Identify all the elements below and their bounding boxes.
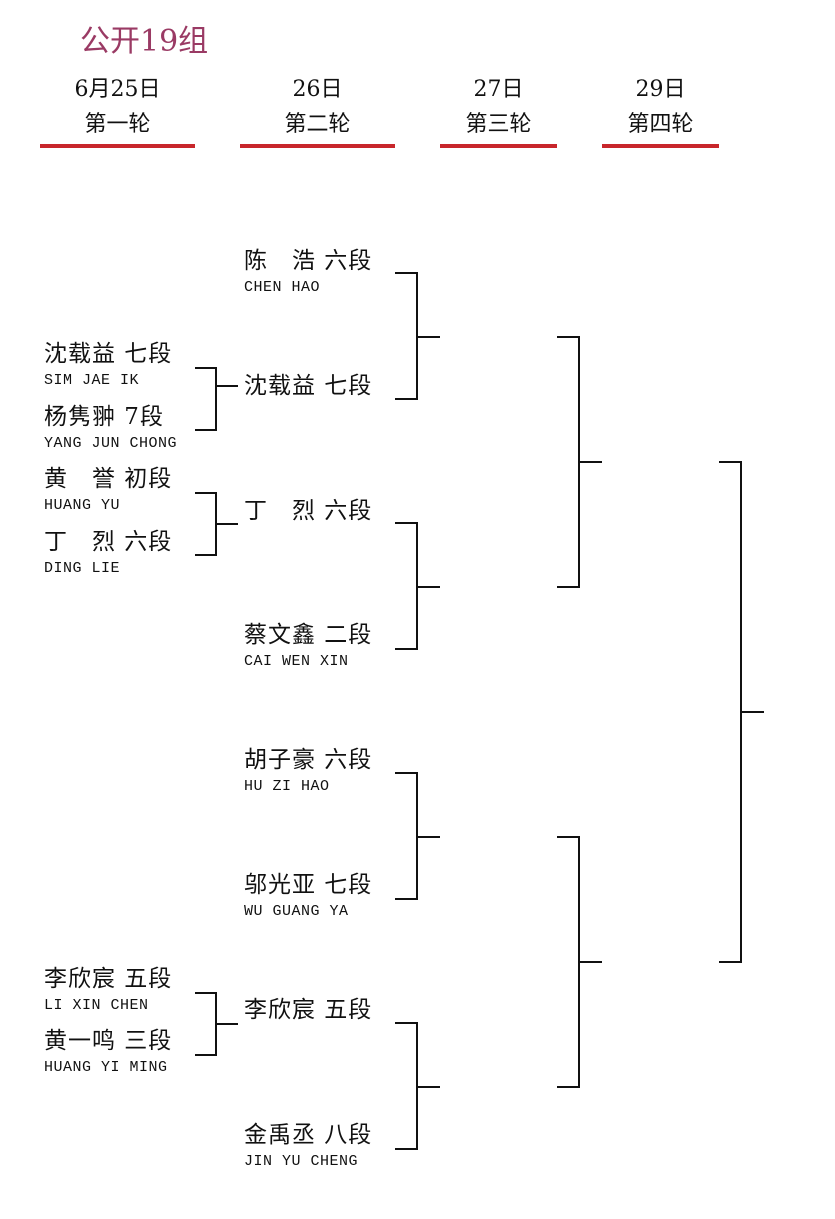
round-header-3: 27日 第三轮 [440, 76, 557, 148]
player-entry-r2: 胡子豪 六段 HU ZI HAO [244, 746, 372, 796]
player-name: 沈载益 七段 [44, 341, 173, 367]
player-entry-r2: 金禹丞 八段 JIN YU CHENG [244, 1121, 372, 1171]
bracket-title: 公开19组 [80, 24, 209, 59]
player-entry-r1: 黄 誉 初段 HUANG YU [44, 465, 172, 515]
player-romanized: HUANG YU [44, 497, 121, 514]
round-date: 29日 [635, 77, 686, 102]
round-header-2: 26日 第二轮 [240, 76, 395, 148]
round-name: 第二轮 [284, 112, 351, 137]
player-entry-r2: 蔡文鑫 二段 CAI WEN XIN [244, 621, 372, 671]
player-romanized: CHEN HAO [244, 279, 321, 296]
player-name: 李欣宸 五段 [244, 997, 373, 1023]
round-underline [602, 144, 719, 148]
player-entry-r2: 邬光亚 七段 WU GUANG YA [244, 871, 372, 921]
player-name: 黄一鸣 三段 [44, 1028, 173, 1054]
bracket-connector [557, 836, 602, 1088]
round-name: 第四轮 [627, 112, 694, 137]
player-name: 邬光亚 七段 [244, 872, 373, 898]
bracket-connector [195, 992, 238, 1056]
round-underline [240, 144, 395, 148]
bracket-connector [195, 492, 238, 556]
bracket-connector [557, 336, 602, 588]
player-entry-r2: 丁 烈 六段 [244, 497, 372, 525]
player-romanized: YANG JUN CHONG [44, 435, 178, 452]
round-name: 第一轮 [84, 112, 151, 137]
player-entry-r1: 李欣宸 五段 LI XIN CHEN [44, 965, 172, 1015]
player-entry-r1: 沈载益 七段 SIM JAE IK [44, 340, 172, 390]
player-entry-r2: 陈 浩 六段 CHEN HAO [244, 247, 372, 297]
player-name: 丁 烈 六段 [244, 498, 373, 524]
bracket-connector [719, 461, 764, 963]
player-name: 丁 烈 六段 [44, 529, 173, 555]
round-date: 27日 [473, 77, 524, 102]
player-entry-r1: 黄一鸣 三段 HUANG YI MING [44, 1027, 172, 1077]
round-date: 26日 [292, 77, 343, 102]
round-header-4: 29日 第四轮 [602, 76, 719, 148]
player-name: 杨隽翀 7段 [44, 404, 164, 430]
player-name: 李欣宸 五段 [44, 966, 173, 992]
player-romanized: WU GUANG YA [244, 903, 349, 920]
round-date: 6月25日 [74, 77, 161, 102]
player-entry-r2: 沈载益 七段 [244, 372, 372, 400]
bracket-connector [395, 772, 440, 900]
round-underline [40, 144, 195, 148]
player-romanized: CAI WEN XIN [244, 653, 349, 670]
player-romanized: HU ZI HAO [244, 778, 330, 795]
round-underline [440, 144, 557, 148]
player-name: 蔡文鑫 二段 [244, 622, 373, 648]
player-name: 胡子豪 六段 [244, 747, 373, 773]
player-name: 金禹丞 八段 [244, 1122, 373, 1148]
bracket-connector [395, 1022, 440, 1150]
player-name: 陈 浩 六段 [244, 248, 373, 274]
player-entry-r1: 丁 烈 六段 DING LIE [44, 528, 172, 578]
player-romanized: LI XIN CHEN [44, 997, 149, 1014]
round-header-1: 6月25日 第一轮 [40, 76, 195, 148]
bracket-connector [395, 272, 440, 400]
round-name: 第三轮 [465, 112, 532, 137]
player-romanized: HUANG YI MING [44, 1059, 168, 1076]
player-name: 黄 誉 初段 [44, 466, 173, 492]
player-romanized: JIN YU CHENG [244, 1153, 359, 1170]
player-entry-r2: 李欣宸 五段 [244, 996, 372, 1024]
player-entry-r1: 杨隽翀 7段 YANG JUN CHONG [44, 403, 177, 453]
player-romanized: SIM JAE IK [44, 372, 140, 389]
player-romanized: DING LIE [44, 560, 121, 577]
player-name: 沈载益 七段 [244, 373, 373, 399]
bracket-connector [195, 367, 238, 431]
bracket-connector [395, 522, 440, 650]
